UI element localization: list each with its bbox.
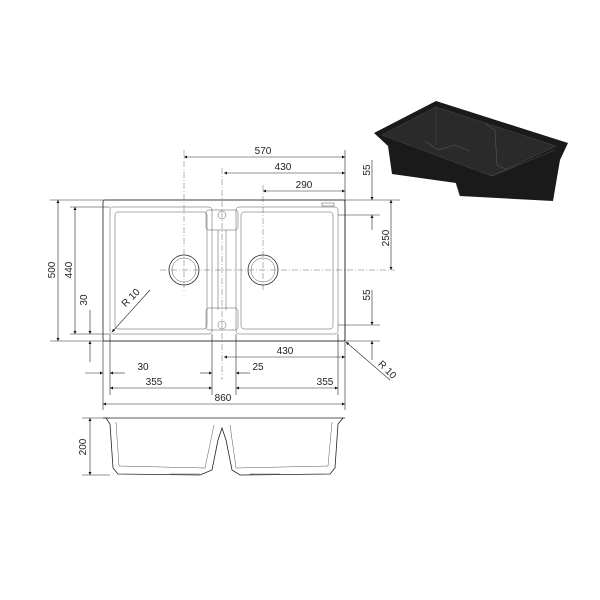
sink-side-profile <box>103 417 345 476</box>
label-25: 25 <box>252 362 264 373</box>
label-500: 500 <box>47 261 58 278</box>
label-r10-left: R 10 <box>120 287 143 310</box>
label-570: 570 <box>255 146 272 157</box>
label-430-top: 430 <box>275 162 292 173</box>
label-55-bottom: 55 <box>362 289 373 301</box>
label-250: 250 <box>381 229 392 246</box>
label-30-left: 30 <box>137 362 149 373</box>
label-200: 200 <box>78 438 89 455</box>
label-355-right: 355 <box>317 377 334 388</box>
label-440: 440 <box>64 261 75 278</box>
label-290: 290 <box>296 180 313 191</box>
sink-3d-render <box>374 101 568 201</box>
label-55-top: 55 <box>362 164 373 176</box>
sink-top-view <box>102 150 395 380</box>
label-355-left: 355 <box>146 377 163 388</box>
label-430-bottom: 430 <box>277 346 294 357</box>
label-860: 860 <box>215 393 232 404</box>
label-30-vertical: 30 <box>79 294 90 306</box>
extension-lines <box>50 150 400 410</box>
